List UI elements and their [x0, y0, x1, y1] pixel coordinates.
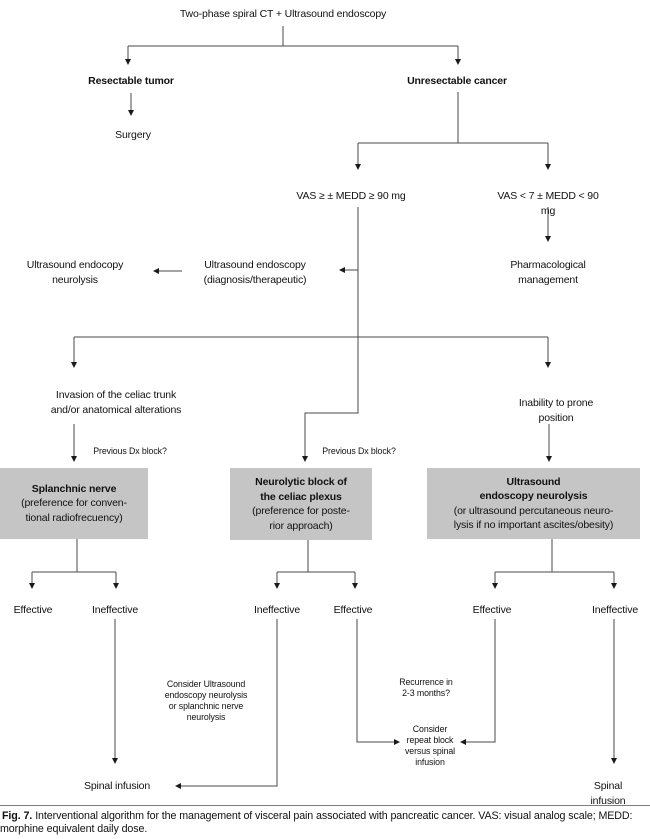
box-ultrasound-title: Ultrasound endoscopy neurolysis	[479, 475, 588, 503]
box-ultrasound-neurolysis: Ultrasound endoscopy neurolysis (or ultr…	[427, 468, 640, 539]
outcome-ineffective-left: Ineffective	[91, 604, 139, 616]
node-spinal-infusion-left: Spinal infusion	[83, 780, 151, 792]
outcome-ineffective-right: Ineffective	[591, 604, 639, 616]
outcome-effective-right: Effective	[472, 604, 512, 616]
note-consider-ultrasound: Consider Ultrasound endoscopy neurolysis…	[164, 679, 248, 722]
node-ultrasound-endoscopy-neurolysis-left: Ultrasound endocopy neurolysis	[26, 259, 124, 286]
node-root: Two-phase spiral CT + Ultrasound endosco…	[179, 8, 387, 20]
note-recurrence: Recurrence in 2-3 months?	[399, 677, 453, 698]
node-inability-prone: Inability to prone position	[518, 397, 594, 424]
figure-caption-text: Interventional algorithm for the managem…	[0, 810, 633, 835]
node-surgery: Surgery	[115, 129, 151, 141]
outcome-effective-left: Effective	[13, 604, 53, 616]
node-ultrasound-endoscopy-diagnostic: Ultrasound endoscopy (diagnosis/therapeu…	[203, 259, 307, 286]
figure-caption-label: Fig. 7.	[2, 810, 33, 822]
box-ultrasound-subtext: (or ultrasound percutaneous neuro- lysis…	[453, 504, 614, 532]
box-neurolytic-title: Neurolytic block of the celiac plexus	[255, 476, 347, 503]
box-splanchnic-title: Splanchnic nerve	[31, 482, 117, 495]
box-neurolytic-subtext: (preference for poste- rior approach)	[252, 505, 350, 532]
label-previous-dx-block-left: Previous Dx block?	[93, 446, 167, 456]
note-consider-repeat-block: Consider repeat block versus spinal infu…	[404, 724, 456, 767]
outcome-ineffective-middle: Ineffective	[253, 604, 301, 616]
box-splanchnic-subtext: (preference for conven- tional radiofrec…	[21, 497, 127, 524]
node-celiac-invasion: Invasion of the celiac trunk and/or anat…	[50, 389, 182, 416]
node-vas-high: VAS ≥ ± MEDD ≥ 90 mg	[296, 190, 406, 202]
box-splanchnic-nerve: Splanchnic nerve (preference for conven-…	[0, 468, 148, 539]
node-resectable-tumor: Resectable tumor	[88, 75, 174, 87]
figure-caption: Fig. 7.Interventional algorithm for the …	[0, 805, 650, 836]
node-unresectable-cancer: Unresectable cancer	[407, 75, 507, 87]
outcome-effective-middle: Effective	[333, 604, 373, 616]
label-previous-dx-block-middle: Previous Dx block?	[322, 446, 396, 456]
node-pharmacological-management: Pharmacological management	[510, 259, 586, 286]
node-vas-low: VAS < 7 ± MEDD < 90 mg	[497, 190, 599, 217]
box-neurolytic-block: Neurolytic block of the celiac plexus (p…	[230, 468, 372, 540]
node-spinal-infusion-right: Spinal infusion	[590, 780, 626, 807]
